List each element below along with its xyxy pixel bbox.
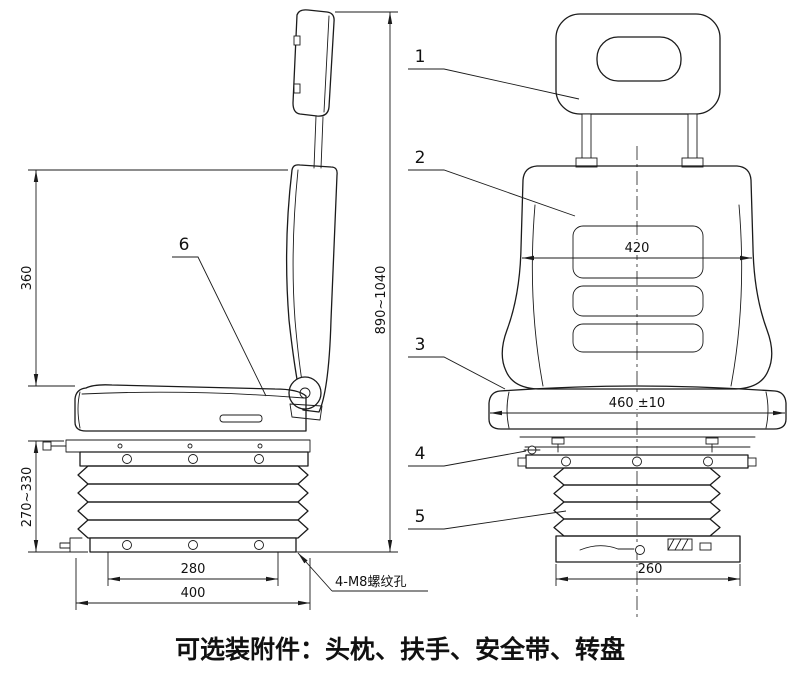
front-seat-cushion: [488, 385, 787, 430]
callout-6-label: 6: [179, 235, 190, 255]
callout-5-label: 5: [415, 507, 426, 527]
dim-back-height: 360: [20, 169, 288, 387]
dim-suspension-travel: 270~330: [20, 440, 88, 553]
side-suspension-bellows: [59, 451, 309, 553]
dim-bellows-width: 260: [555, 562, 741, 586]
front-headrest: [555, 13, 721, 115]
side-headrest-posts: [313, 115, 324, 169]
callout-1: 1: [408, 47, 580, 100]
side-headrest: [292, 9, 335, 117]
callout-2: 2: [408, 148, 576, 217]
callout-1-label: 1: [415, 47, 426, 67]
dim-cushion-width-label: 460 ±10: [609, 396, 665, 411]
front-headrest-posts: [575, 113, 704, 168]
callout-3-label: 3: [415, 335, 426, 355]
dim-cushion-width: 460 ±10: [490, 396, 785, 416]
side-backrest: [285, 164, 338, 413]
dim-back-height-label: 360: [20, 266, 35, 291]
thread-holes-label: 4-M8螺纹孔: [335, 575, 406, 590]
thread-holes-note: 4-M8螺纹孔: [297, 552, 428, 592]
side-view: 360 270~330 890~1040 280 400: [20, 9, 428, 610]
side-slide-rail: [42, 439, 311, 453]
callout-6: 6: [172, 235, 267, 397]
side-seat-cushion: [74, 384, 307, 432]
dim-suspension-travel-label: 270~330: [20, 467, 35, 528]
callout-2-label: 2: [415, 148, 426, 168]
dim-overall-height: 890~1040: [296, 11, 398, 553]
callout-4-label: 4: [415, 444, 426, 464]
dim-backrest-width: 420: [522, 240, 752, 261]
side-recliner-pivot: [288, 376, 323, 421]
callout-3: 3: [408, 335, 506, 390]
front-mounting-frame: [519, 436, 756, 455]
dim-base-width-label: 400: [181, 586, 206, 601]
caption-optional-accessories: 可选装附件：头枕、扶手、安全带、转盘: [175, 635, 625, 664]
dim-mount-hole-spacing-label: 280: [181, 562, 206, 577]
front-view: 420 460 ±10: [408, 13, 787, 618]
callout-4: 4: [408, 444, 527, 467]
dim-overall-height-label: 890~1040: [374, 266, 389, 335]
dim-mount-hole-spacing: 280: [107, 552, 279, 586]
dim-backrest-width-label: 420: [625, 241, 650, 256]
front-base-box: [555, 535, 741, 563]
dim-bellows-width-label: 260: [638, 562, 663, 577]
callout-5: 5: [408, 507, 567, 530]
